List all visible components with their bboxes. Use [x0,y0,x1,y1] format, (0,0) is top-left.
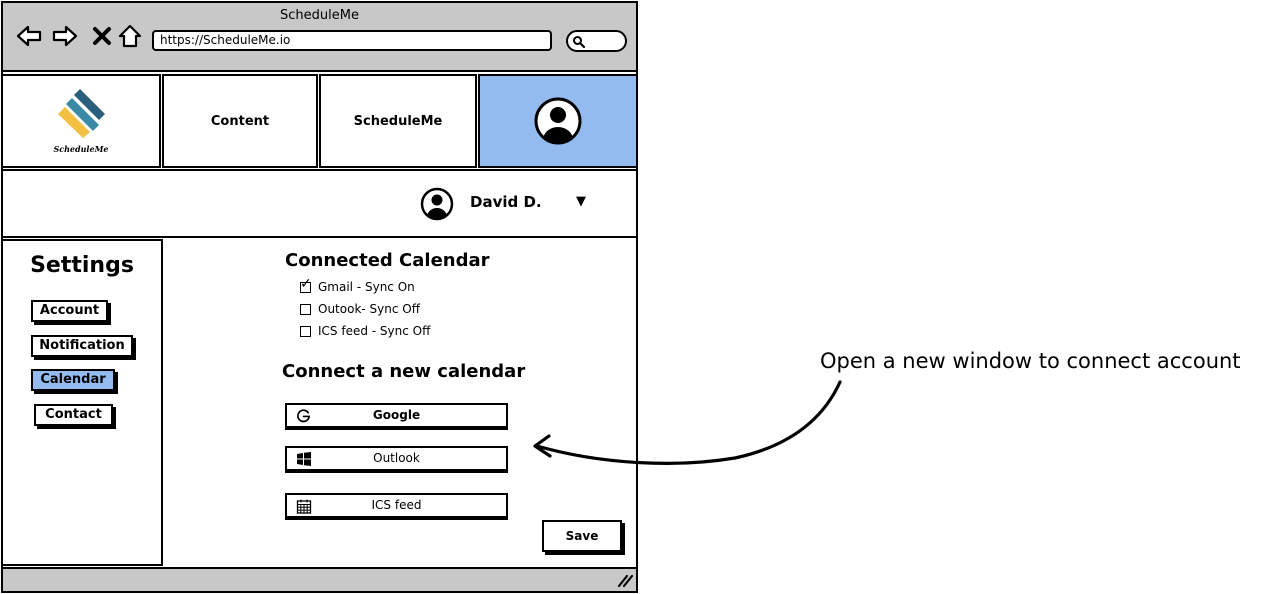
google-icon [297,409,311,423]
connect-google-label: Google [372,408,421,422]
connect-ics-label: ICS feed [371,498,422,512]
connected-item-label: Outook- Sync Off [318,302,420,316]
connected-item-gmail[interactable]: ✓ Gmail - Sync On [300,277,415,296]
caret-down-icon[interactable]: ▼ [576,194,586,209]
search-field[interactable] [566,30,627,52]
user-avatar-small-icon[interactable] [420,187,454,221]
schedule-logo-icon [58,89,105,138]
connect-outlook-label: Outlook [373,451,420,465]
connect-outlook-button[interactable]: Outlook [285,446,508,471]
logo-tile[interactable]: ScheduleMe [1,74,161,168]
connected-item-label: Gmail - Sync On [318,280,415,294]
profile-tile[interactable] [478,74,638,168]
status-bar [3,567,636,591]
sidebar-title: Settings [30,253,134,278]
window-title: ScheduleMe [280,8,359,23]
annotation-arrow [533,380,842,465]
calendar-icon [296,499,312,514]
settings-sidebar [1,239,163,566]
sidebar-item-notification[interactable]: Notification [31,335,133,357]
save-button[interactable]: Save [542,520,622,552]
back-arrow-icon[interactable] [15,22,43,50]
user-bar [1,169,638,238]
check-mark-icon: ✓ [300,275,312,292]
close-icon[interactable] [88,22,116,50]
sidebar-item-account[interactable]: Account [31,300,108,322]
connected-item-ics[interactable]: ICS feed - Sync Off [300,322,430,340]
windows-icon [297,452,311,466]
search-icon [573,36,586,49]
connect-google-button[interactable]: Google [285,403,508,428]
connected-item-outlook[interactable]: Outook- Sync Off [300,300,420,318]
checkbox-gmail[interactable]: ✓ [300,277,312,293]
tab-scheduleme[interactable]: ScheduleMe [319,74,477,168]
connected-calendar-heading: Connected Calendar [285,250,490,271]
annotation-note: Open a new window to connect account [820,349,1241,373]
user-name[interactable]: David D. [470,193,542,211]
connected-item-label: ICS feed - Sync Off [318,324,431,338]
checkbox-outlook[interactable] [300,303,311,315]
connect-ics-button[interactable]: ICS feed [285,493,508,518]
checkbox-ics[interactable] [300,325,311,337]
user-avatar-icon [534,97,582,145]
logo-text: ScheduleMe [53,144,109,154]
connect-new-heading: Connect a new calendar [282,361,526,382]
sidebar-item-contact[interactable]: Contact [34,404,113,426]
sidebar-item-calendar[interactable]: Calendar [31,369,115,391]
resize-grip-icon[interactable] [616,572,634,588]
home-icon[interactable] [116,22,144,50]
tab-content[interactable]: Content [162,74,318,168]
url-input[interactable]: https://ScheduleMe.io [152,30,552,51]
forward-arrow-icon[interactable] [51,22,79,50]
